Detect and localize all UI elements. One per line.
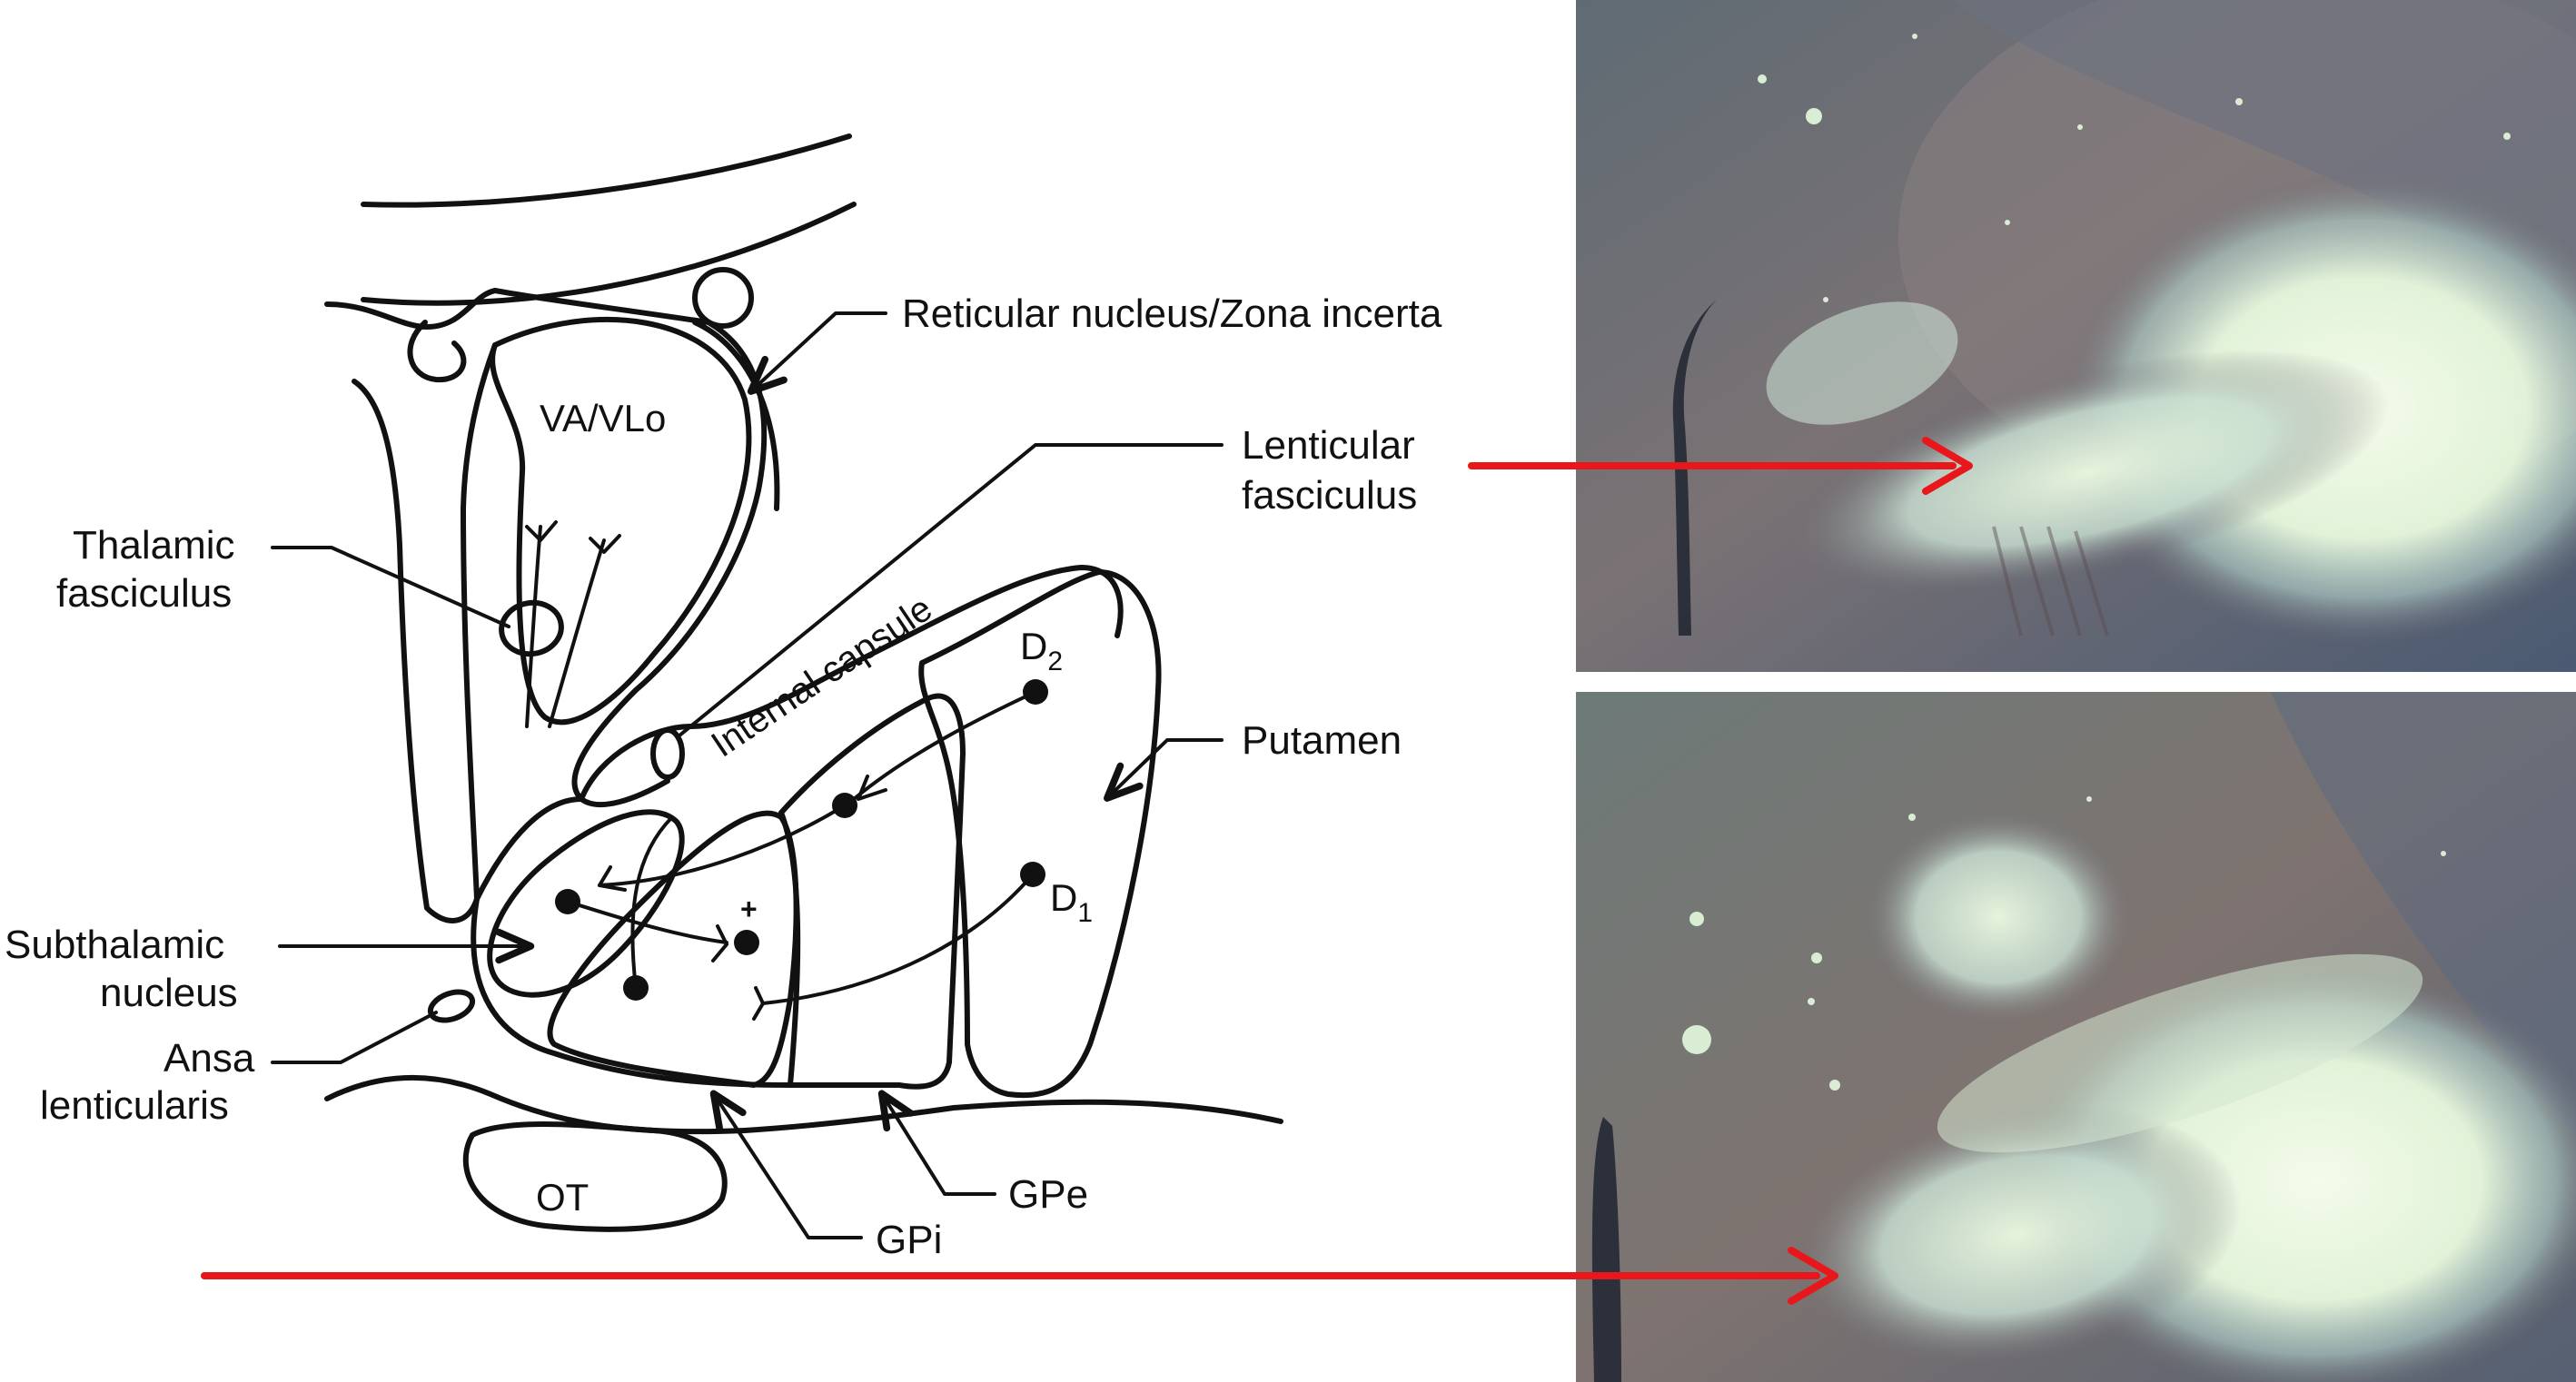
red-arrow-top <box>1468 437 1973 495</box>
photo-bottom <box>1576 692 2576 1382</box>
gpe-projection <box>598 804 847 887</box>
d1-neuron <box>1020 862 1045 887</box>
stn-terminal <box>711 924 728 962</box>
subthalamic-nucleus <box>487 809 685 998</box>
label-d2: D2 <box>1020 625 1063 676</box>
gpe-neuron <box>832 793 857 818</box>
thalamic-fiber-b <box>548 538 606 728</box>
label-subthalamic-2: nucleus <box>100 971 238 1015</box>
photo-top <box>1576 0 2576 672</box>
gpe-terminal <box>598 865 627 892</box>
top-fold <box>407 320 467 383</box>
putamen-region <box>918 569 1162 1099</box>
gpi-neuron-plus <box>734 930 759 955</box>
gpe-region <box>778 693 966 1090</box>
label-ansa-1: Ansa <box>163 1036 255 1081</box>
label-plus: + <box>740 893 758 925</box>
label-ot: OT <box>536 1176 589 1219</box>
optic-tract <box>462 1121 728 1232</box>
leader-lenticular <box>678 443 1224 737</box>
stn-projection <box>566 900 728 944</box>
base-arc <box>324 1074 1283 1135</box>
thalamic-lower-band <box>474 796 584 902</box>
label-gpi: GPi <box>876 1218 942 1262</box>
label-internal-capsule: Internal capsule <box>704 588 939 765</box>
label-subthalamic-1: Subthalamic <box>5 923 224 967</box>
label-lenticular-2: fasciculus <box>1242 473 1417 518</box>
d1-projection <box>761 873 1035 1005</box>
leader-putamen <box>1103 738 1224 802</box>
label-va-vlo: VA/VLo <box>540 397 666 439</box>
label-thalamic-1: Thalamic <box>73 523 235 568</box>
gpi-neuron <box>623 975 649 1001</box>
d2-projection <box>852 690 1037 801</box>
inner-arc <box>361 202 857 306</box>
gpi-region <box>547 810 799 1088</box>
d2-neuron <box>1023 679 1048 705</box>
synapse-fork-a <box>525 520 558 542</box>
gpi-projection <box>630 815 674 990</box>
medial-band <box>352 342 498 923</box>
red-arrow-bottom <box>201 1247 1838 1305</box>
synapse-fork-b <box>589 534 621 554</box>
thalamic-fiber-a <box>525 525 542 728</box>
label-ansa-2: lenticularis <box>40 1083 229 1128</box>
label-putamen: Putamen <box>1242 718 1402 763</box>
label-reticular: Reticular nucleus/Zona incerta <box>902 291 1442 336</box>
basal-ganglia-diagram: VA/VLo Internal capsule D2 D1 + OT Retic… <box>5 133 1442 1262</box>
reticular-nucleus-knob <box>692 267 754 329</box>
capsule-passage-ring <box>650 727 685 780</box>
label-lenticular-1: Lenticular <box>1242 423 1415 468</box>
leader-reticular <box>747 311 887 395</box>
d2-terminal <box>857 775 887 801</box>
leader-ansa <box>271 1011 438 1064</box>
label-d1: D1 <box>1050 876 1093 928</box>
leader-gpi <box>709 1090 863 1239</box>
label-gpe: GPe <box>1008 1172 1088 1217</box>
thalamic-fasciculus-ring <box>499 599 564 657</box>
leader-thalamic <box>271 546 510 628</box>
gp-lower-outline <box>471 896 793 1088</box>
photo-divider <box>1576 672 2576 692</box>
outer-arc <box>361 133 852 208</box>
leader-gpe <box>877 1090 996 1196</box>
ansa-lenticularis-ring <box>427 989 476 1023</box>
va-vlo-nucleus <box>490 316 752 726</box>
stn-neuron <box>555 889 580 914</box>
label-thalamic-2: fasciculus <box>56 571 232 616</box>
d1-terminal <box>752 986 765 1021</box>
